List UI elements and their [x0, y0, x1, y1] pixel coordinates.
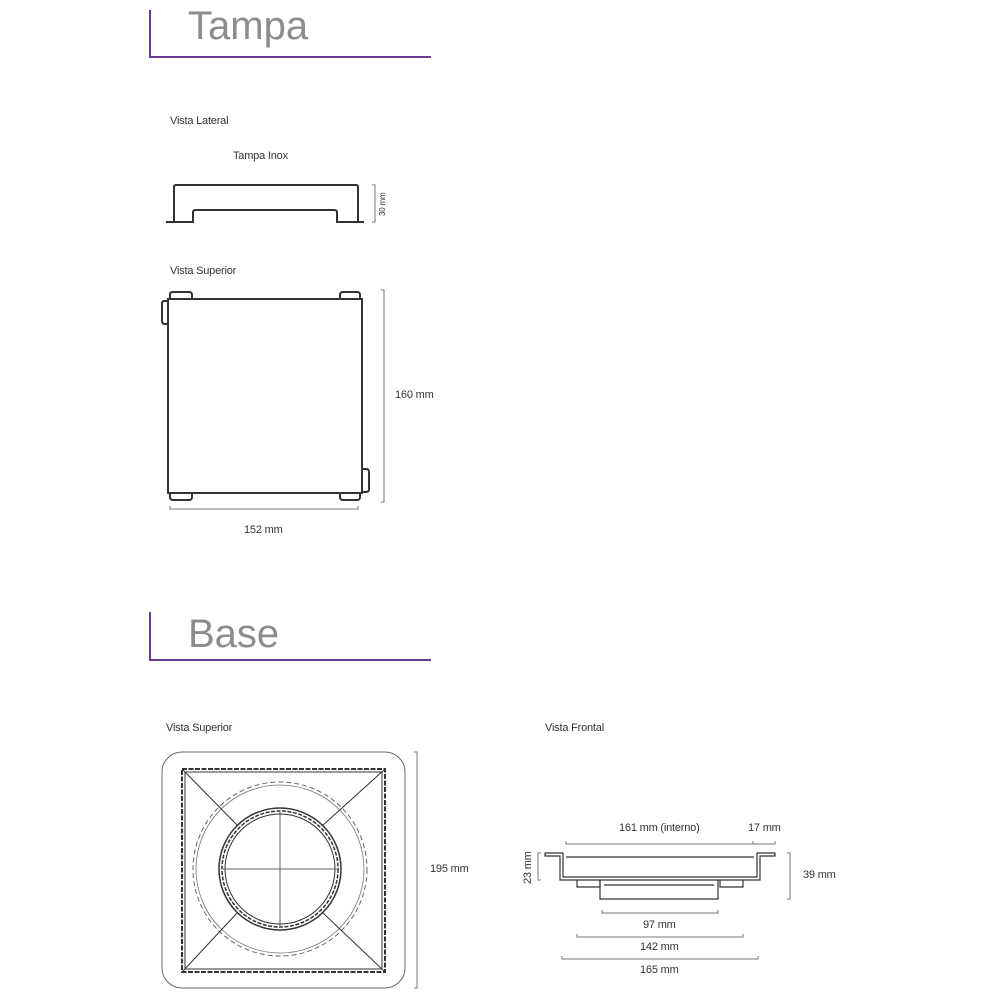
- tampa-side-view: [166, 184, 364, 223]
- dim-39mm-label: 39 mm: [803, 869, 836, 881]
- base-vista-superior-label: Vista Superior: [166, 722, 233, 734]
- dim-17mm-label: 17 mm: [748, 822, 781, 834]
- dim-97mm-label: 97 mm: [643, 919, 676, 931]
- dim-161mm-label: 161 mm (interno): [619, 822, 700, 834]
- dim-30mm: [372, 184, 376, 223]
- base-header-rule: [149, 612, 431, 661]
- tampa-header-rule: [149, 10, 431, 58]
- dim-195mm-label: 195 mm: [430, 863, 469, 875]
- base-front-view: [544, 852, 776, 900]
- dim-142mm-label: 142 mm: [640, 941, 679, 953]
- dim-23mm-label: 23 mm: [522, 851, 534, 884]
- base-top-view: [161, 751, 406, 989]
- vista-frontal-label: Vista Frontal: [545, 722, 604, 734]
- vista-lateral-label: Vista Lateral: [170, 115, 229, 127]
- tampa-vista-superior-label: Vista Superior: [170, 265, 237, 277]
- dim-195mm: [414, 751, 418, 989]
- dim-165mm-label: 165 mm: [640, 964, 679, 976]
- dim-160mm-label: 160 mm: [395, 389, 434, 401]
- dim-152mm-label: 152 mm: [244, 524, 283, 536]
- dim-30mm-label: 30 mm: [378, 192, 387, 216]
- frontal-dimensions: [537, 841, 791, 960]
- tampa-inox-label: Tampa Inox: [233, 150, 288, 162]
- tampa-title: Tampa: [188, 4, 309, 48]
- tampa-top-view: [161, 291, 370, 501]
- dim-160-152: [169, 289, 385, 510]
- base-title: Base: [188, 612, 280, 656]
